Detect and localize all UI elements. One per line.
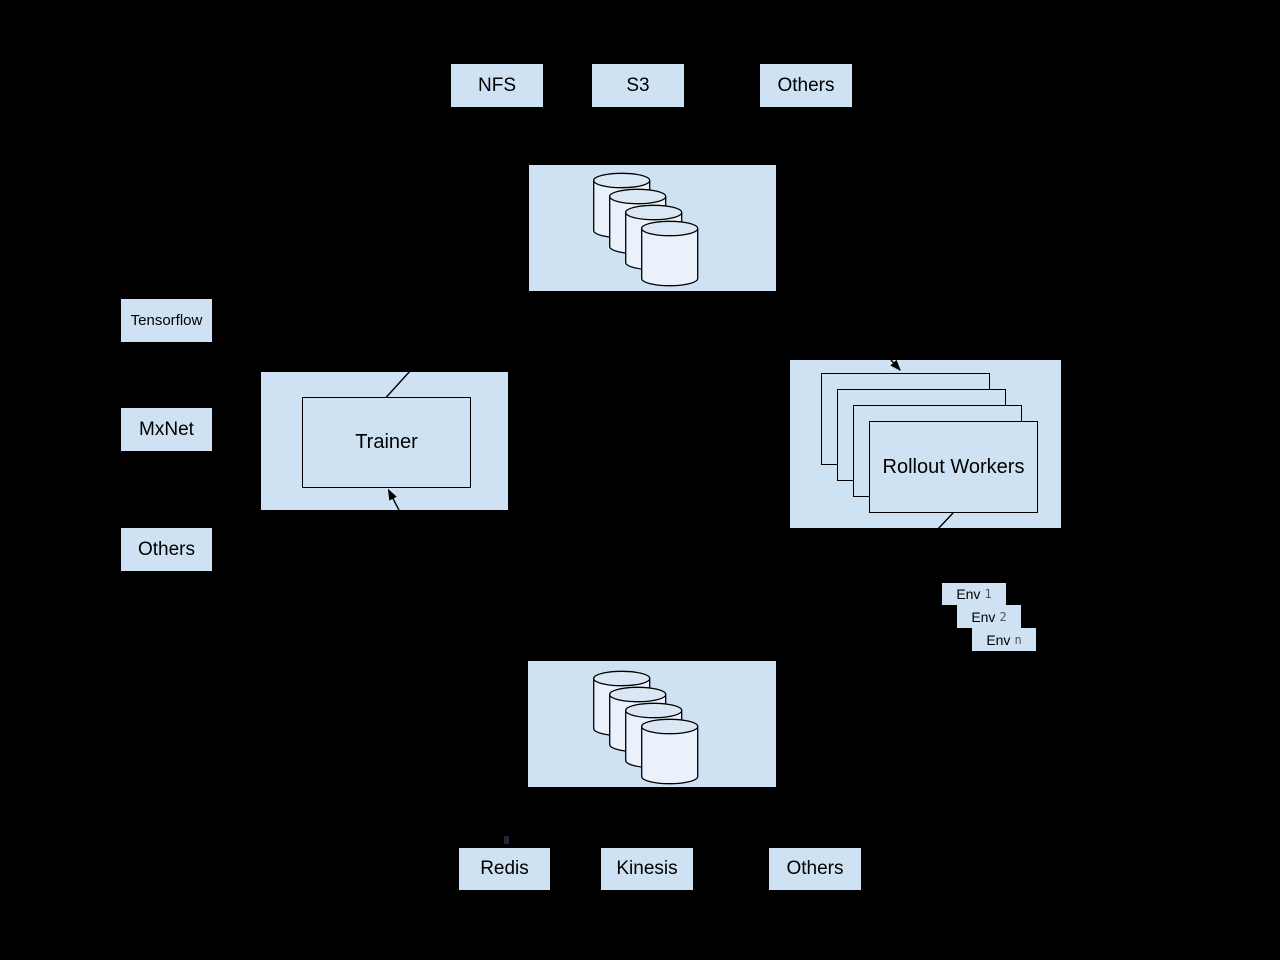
trainer-incoming-arrow <box>387 488 400 510</box>
source-box-s3: S3 <box>592 64 684 107</box>
trainer-box: Trainer <box>302 397 471 488</box>
source-box-nfs: NFS <box>451 64 543 107</box>
env-box-1: Env 1 <box>942 583 1006 605</box>
sink-box-others-bottom: Others <box>769 848 861 890</box>
source-label-nfs: NFS <box>478 74 516 96</box>
framework-box-mxnet: MxNet <box>121 408 212 451</box>
input-datastore-panel <box>529 165 776 291</box>
env-index-2: 2 <box>999 609 1007 624</box>
framework-label-mxnet: MxNet <box>139 418 194 440</box>
sink-label-others-bottom: Others <box>786 858 844 879</box>
arrow-remnant-artifact <box>504 836 509 844</box>
env-box-n: Env n <box>972 628 1036 651</box>
rollout-worker-card-front: Rollout Workers <box>869 421 1038 513</box>
output-datastore-panel <box>528 661 776 787</box>
env-stack: Env 1 Env 2 Env n <box>942 583 1036 651</box>
rollout-outgoing-line <box>937 512 954 528</box>
env-label-n: Env <box>986 631 1011 648</box>
env-label-2: Env <box>971 608 996 625</box>
source-box-others-top: Others <box>760 64 852 107</box>
sink-box-kinesis: Kinesis <box>601 848 693 890</box>
sink-label-redis: Redis <box>480 858 529 879</box>
framework-box-others-left: Others <box>121 528 212 571</box>
framework-box-tensorflow: Tensorflow <box>121 299 212 342</box>
trainer-outgoing-line <box>385 372 411 398</box>
sink-label-kinesis: Kinesis <box>616 858 678 879</box>
env-box-2: Env 2 <box>957 605 1021 628</box>
database-cylinders-icon <box>593 172 699 287</box>
env-index-1: 1 <box>984 587 992 601</box>
sink-box-redis: Redis <box>459 848 550 890</box>
env-label-1: Env <box>956 586 981 602</box>
framework-label-others-left: Others <box>137 538 196 560</box>
source-label-others-top: Others <box>777 74 835 96</box>
source-label-s3: S3 <box>626 74 650 96</box>
trainer-label: Trainer <box>355 431 418 453</box>
framework-label-tensorflow: Tensorflow <box>130 312 203 329</box>
trainer-panel: Trainer <box>261 372 508 510</box>
env-index-n: n <box>1014 632 1022 647</box>
rollout-workers-panel: Rollout Workers <box>790 360 1061 528</box>
database-cylinders-icon <box>593 670 699 785</box>
rollout-incoming-arrow <box>890 360 901 372</box>
rollout-workers-label: Rollout Workers <box>882 455 1025 478</box>
